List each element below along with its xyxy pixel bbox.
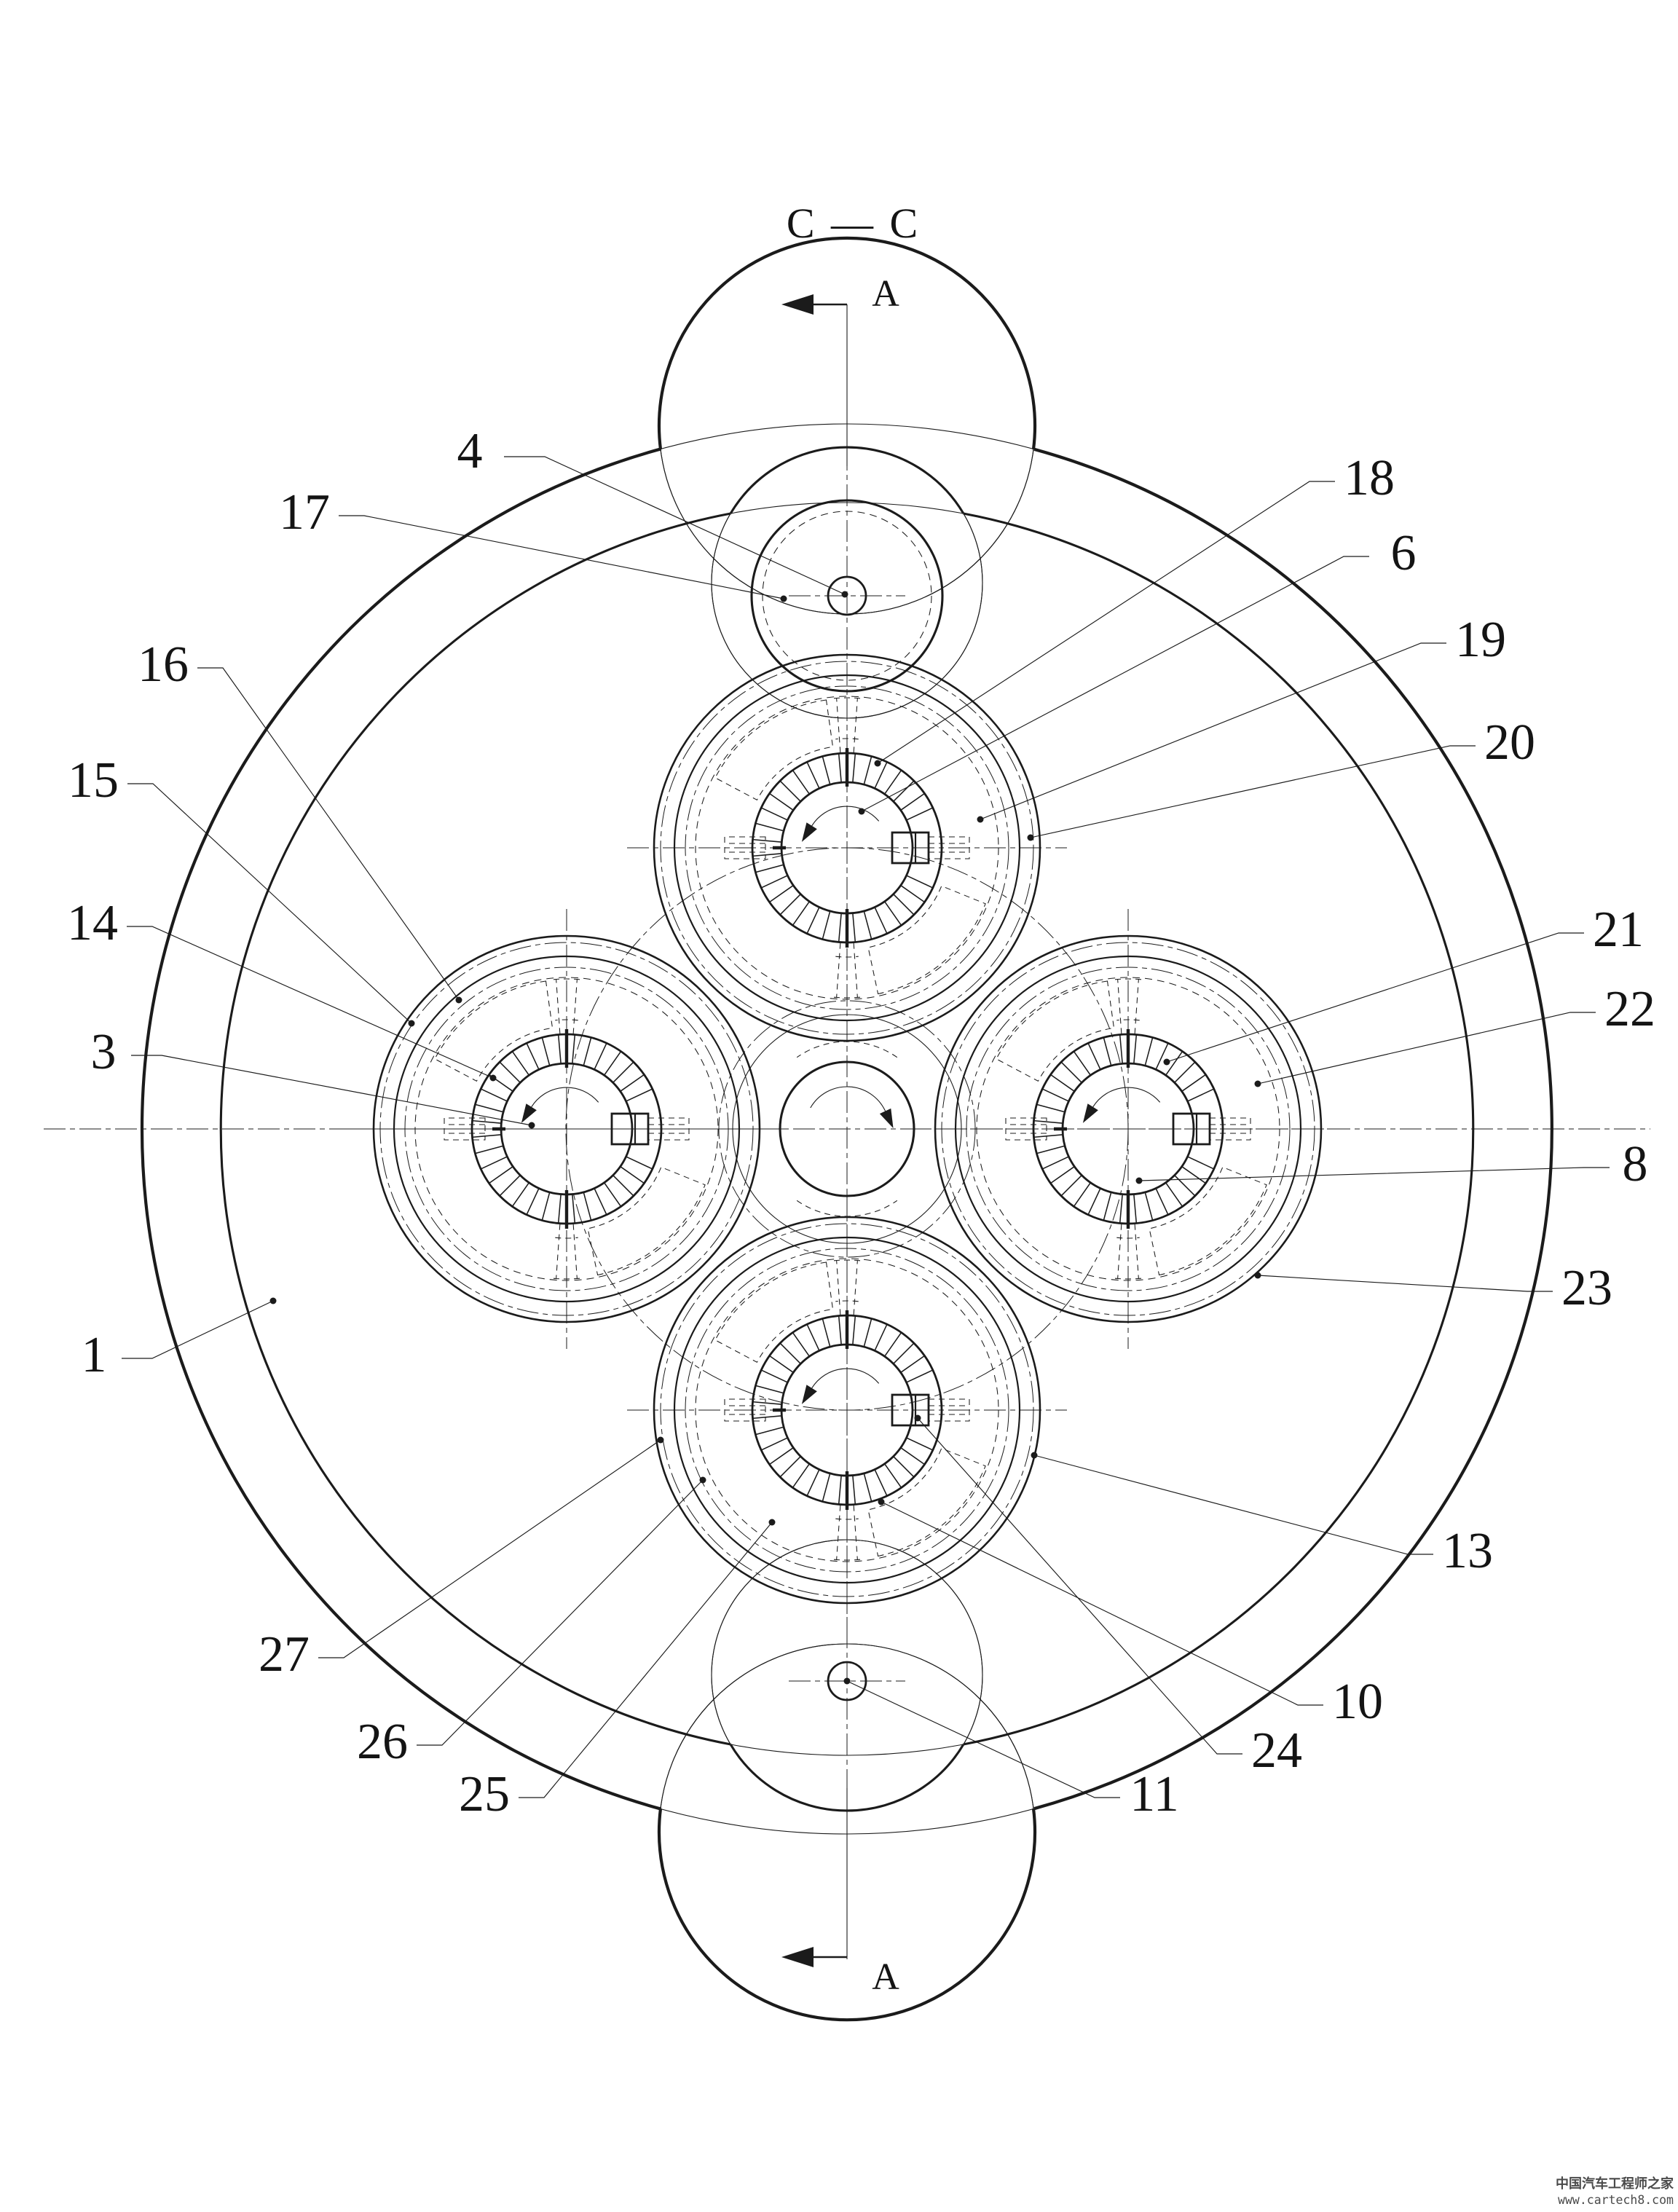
leader-line-13 bbox=[1033, 1455, 1433, 1555]
part-label-18: 18 bbox=[1344, 450, 1395, 506]
leader-dot-24 bbox=[914, 1414, 921, 1422]
part-label-16: 16 bbox=[138, 637, 189, 693]
part-label-26: 26 bbox=[357, 1714, 408, 1770]
leader-line-20 bbox=[1030, 745, 1476, 838]
leader-line-19 bbox=[980, 642, 1446, 820]
leader-line-25 bbox=[519, 1522, 773, 1798]
leader-dot-16 bbox=[455, 996, 462, 1004]
part-label-22: 22 bbox=[1604, 981, 1655, 1037]
part-label-1: 1 bbox=[82, 1327, 107, 1383]
view-title: C — C bbox=[787, 200, 921, 247]
part-label-27: 27 bbox=[259, 1626, 310, 1682]
part-label-19: 19 bbox=[1455, 612, 1506, 668]
leader-dot-6 bbox=[858, 808, 865, 815]
leader-line-1 bbox=[122, 1300, 274, 1359]
part-label-4: 4 bbox=[457, 423, 483, 479]
leader-dot-13 bbox=[1031, 1452, 1038, 1459]
drawing-geometry: 4 17 16 15 14 3 1 27 26 25 18 6 19 20 21 22 8 23 13 10 24 11 bbox=[44, 236, 1655, 2022]
leader-line-6 bbox=[861, 556, 1369, 812]
leader-dot-21 bbox=[1163, 1058, 1170, 1066]
leader-dot-10 bbox=[878, 1498, 885, 1506]
leader-line-10 bbox=[881, 1501, 1323, 1706]
part-label-8: 8 bbox=[1623, 1136, 1648, 1192]
leader-line-18 bbox=[877, 481, 1335, 764]
part-label-6: 6 bbox=[1391, 525, 1417, 581]
leader-dot-20 bbox=[1027, 834, 1034, 841]
part-label-23: 23 bbox=[1561, 1260, 1612, 1316]
gear-rotation-arrow bbox=[521, 1103, 537, 1123]
leader-dot-1 bbox=[269, 1297, 277, 1304]
watermark-site-url: www.cartech8.com bbox=[1558, 2193, 1674, 2207]
leader-line-14 bbox=[127, 926, 494, 1079]
section-marks bbox=[781, 294, 848, 1967]
leader-dot-11 bbox=[843, 1677, 851, 1685]
watermark-site-name: 中国汽车工程师之家 bbox=[1556, 2176, 1674, 2192]
leader-dot-4 bbox=[841, 591, 848, 598]
part-label-13: 13 bbox=[1442, 1523, 1493, 1579]
leader-dot-3 bbox=[528, 1122, 535, 1129]
leader-dot-27 bbox=[657, 1436, 664, 1444]
section-arrow-icon bbox=[781, 1947, 814, 1967]
leader-dot-23 bbox=[1254, 1272, 1261, 1279]
leader-dot-26 bbox=[699, 1476, 706, 1484]
leader-dot-15 bbox=[408, 1020, 415, 1027]
leader-dot-8 bbox=[1135, 1177, 1143, 1184]
leader-line-21 bbox=[1166, 932, 1584, 1063]
leader-line-27 bbox=[318, 1439, 661, 1658]
part-label-17: 17 bbox=[279, 484, 330, 540]
leader-dot-19 bbox=[977, 816, 984, 823]
section-arrow-top-label: A bbox=[872, 273, 899, 315]
part-label-10: 10 bbox=[1332, 1674, 1383, 1730]
leader-line-16 bbox=[197, 667, 460, 1001]
leader-dot-18 bbox=[874, 760, 881, 767]
leader-line-23 bbox=[1257, 1275, 1553, 1292]
part-label-3: 3 bbox=[91, 1024, 117, 1080]
leader-line-15 bbox=[127, 783, 412, 1024]
leader-line-4 bbox=[504, 456, 846, 595]
leader-line-11 bbox=[846, 1680, 1120, 1798]
leader-line-22 bbox=[1257, 1012, 1596, 1085]
leader-line-24 bbox=[917, 1417, 1242, 1755]
leader-dot-17 bbox=[780, 595, 787, 602]
part-label-21: 21 bbox=[1593, 902, 1644, 958]
gear-rotation-arrow bbox=[801, 822, 817, 842]
part-label-25: 25 bbox=[459, 1766, 510, 1822]
leader-dot-25 bbox=[768, 1519, 776, 1526]
section-arrow-icon bbox=[781, 294, 814, 315]
part-label-24: 24 bbox=[1251, 1723, 1302, 1779]
part-label-20: 20 bbox=[1484, 715, 1535, 771]
part-label-14: 14 bbox=[67, 895, 118, 951]
leader-line-3 bbox=[131, 1055, 532, 1126]
leader-line-17 bbox=[339, 515, 784, 599]
gear-rotation-arrow bbox=[801, 1385, 817, 1404]
part-labels: 4 17 16 15 14 3 1 27 26 25 18 6 19 20 21 22 8 23 13 10 24 11 bbox=[67, 423, 1655, 1822]
leader-line-26 bbox=[417, 1479, 704, 1746]
sun-rotation-arrow bbox=[879, 1108, 894, 1129]
leader-line-8 bbox=[1138, 1167, 1610, 1181]
leader-dot-22 bbox=[1254, 1080, 1261, 1087]
part-label-15: 15 bbox=[68, 752, 119, 808]
part-label-11: 11 bbox=[1130, 1766, 1178, 1822]
section-arrow-bottom-label: A bbox=[872, 1956, 899, 1998]
leader-dot-14 bbox=[489, 1074, 497, 1082]
gear-rotation-arrow bbox=[1082, 1103, 1098, 1123]
